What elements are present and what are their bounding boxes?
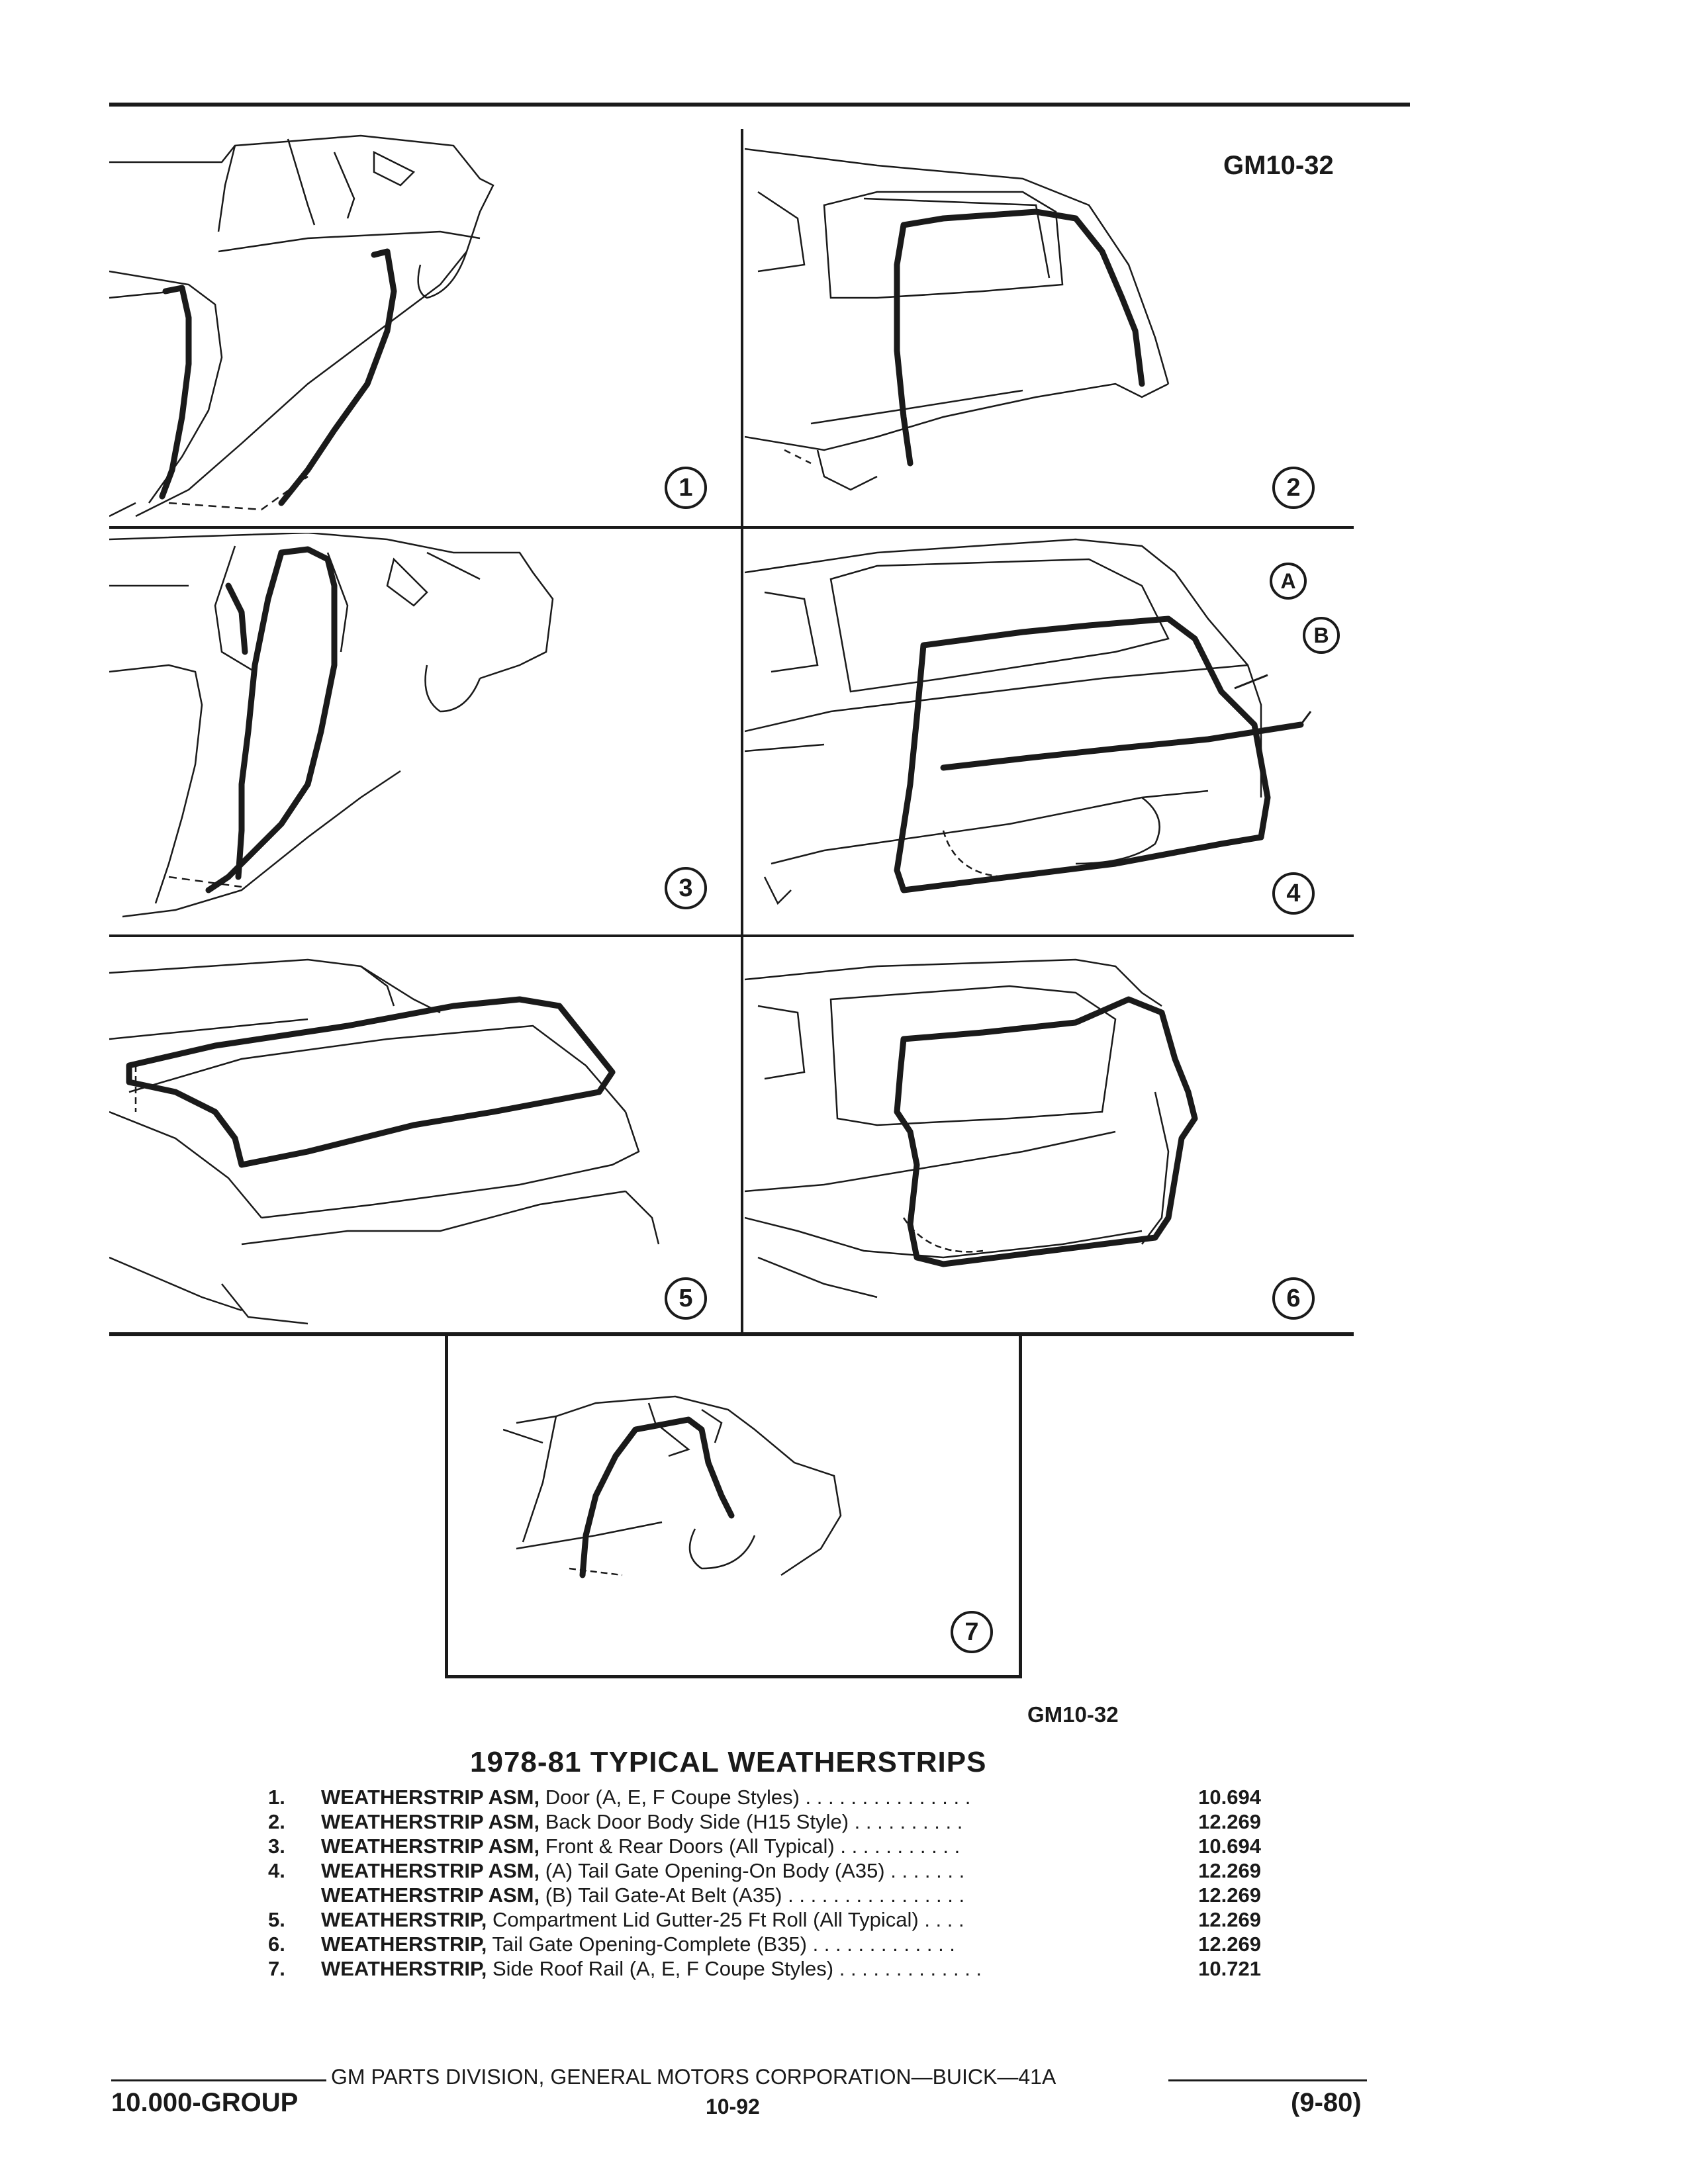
parts-list-item: 6. WEATHERSTRIP, Tail Gate Opening-Compl… [268, 1933, 1274, 1957]
footer-group: 10.000-GROUP [111, 2088, 299, 2117]
part-reference: 10.694 [1198, 1786, 1261, 1809]
parts-list-item: WEATHERSTRIP ASM, (B) Tail Gate-At Belt … [268, 1884, 1274, 1908]
callout-a: A [1270, 563, 1307, 600]
footer-page-number: 10-92 [706, 2095, 760, 2118]
grid-rule-row3 [109, 1332, 1354, 1336]
leader-dots: . . . . . . . . . . . [834, 1835, 961, 1858]
part-name: WEATHERSTRIP ASM, [321, 1810, 540, 1833]
leader-dots: . . . . . . . . . . [849, 1810, 963, 1833]
part-number: 7. [268, 1957, 285, 1980]
part-description: WEATHERSTRIP ASM, Front & Rear Doors (Al… [321, 1835, 1168, 1858]
figure-5-illustration [109, 958, 660, 1325]
figure-4-illustration [745, 538, 1312, 905]
callout-b: B [1303, 617, 1340, 654]
figure-2-illustration [745, 148, 1170, 491]
leader-dots: . . . . . . . . . . . . . [833, 1957, 982, 1980]
figure-code-top: GM10-32 [1223, 151, 1334, 180]
page-title: 1978-81 TYPICAL WEATHERSTRIPS [470, 1746, 987, 1778]
parts-list-item: 4. WEATHERSTRIP ASM, (A) Tail Gate Openi… [268, 1859, 1274, 1884]
part-name: WEATHERSTRIP ASM, [321, 1884, 540, 1907]
part-description: WEATHERSTRIP, Side Roof Rail (A, E, F Co… [321, 1957, 1168, 1981]
footer-rule-right [1168, 2079, 1367, 2081]
leader-dots: . . . . . . . . . . . . . . . [799, 1786, 971, 1809]
figure-label-7: 7 [951, 1611, 993, 1653]
part-detail: Tail Gate Opening-Complete (B35) [492, 1933, 807, 1956]
part-name: WEATHERSTRIP, [321, 1957, 487, 1980]
part-name: WEATHERSTRIP, [321, 1908, 487, 1931]
grid-rule-vertical [741, 129, 743, 1335]
part-number: 4. [268, 1859, 285, 1882]
part-description: WEATHERSTRIP ASM, Door (A, E, F Coupe St… [321, 1786, 1168, 1809]
footer-date: (9-80) [1291, 2088, 1362, 2117]
footer-division: GM PARTS DIVISION, GENERAL MOTORS CORPOR… [331, 2065, 1056, 2089]
part-name: WEATHERSTRIP ASM, [321, 1859, 540, 1882]
part-reference: 12.269 [1198, 1810, 1261, 1833]
footer-rule-left [111, 2079, 326, 2081]
part-number: 6. [268, 1933, 285, 1956]
leader-dots: . . . . . . . . . . . . . [806, 1933, 955, 1956]
part-reference: 12.269 [1198, 1908, 1261, 1931]
figure-code-bottom: GM10-32 [1027, 1702, 1119, 1727]
part-reference: 12.269 [1198, 1884, 1261, 1907]
part-description: WEATHERSTRIP, Tail Gate Opening-Complete… [321, 1933, 1168, 1956]
part-name: WEATHERSTRIP ASM, [321, 1835, 540, 1858]
part-number: 2. [268, 1810, 285, 1833]
figure-1-illustration [109, 134, 494, 518]
part-description: WEATHERSTRIP ASM, Back Door Body Side (H… [321, 1810, 1168, 1834]
part-detail: Compartment Lid Gutter-25 Ft Roll (All T… [492, 1908, 919, 1931]
grid-rule-row1 [109, 526, 1354, 529]
part-detail: (B) Tail Gate-At Belt (A35) [545, 1884, 782, 1907]
part-number: 5. [268, 1908, 285, 1931]
figure-label-5: 5 [665, 1277, 707, 1320]
leader-dots: . . . . . . . [884, 1859, 965, 1882]
parts-list: 1. WEATHERSTRIP ASM, Door (A, E, F Coupe… [268, 1786, 1274, 1981]
parts-list-item: 3. WEATHERSTRIP ASM, Front & Rear Doors … [268, 1835, 1274, 1859]
part-description: WEATHERSTRIP ASM, (B) Tail Gate-At Belt … [321, 1884, 1168, 1907]
part-detail: Back Door Body Side (H15 Style) [545, 1810, 849, 1833]
part-reference: 10.694 [1198, 1835, 1261, 1858]
part-description: WEATHERSTRIP, Compartment Lid Gutter-25 … [321, 1908, 1168, 1932]
figure-label-4: 4 [1272, 872, 1315, 915]
part-detail: (A) Tail Gate Opening-On Body (A35) [545, 1859, 885, 1882]
part-number: 3. [268, 1835, 285, 1858]
part-name: WEATHERSTRIP, [321, 1933, 487, 1956]
part-reference: 12.269 [1198, 1859, 1261, 1882]
figure-label-2: 2 [1272, 467, 1315, 509]
parts-list-item: 2. WEATHERSTRIP ASM, Back Door Body Side… [268, 1810, 1274, 1835]
figure-6-illustration [745, 958, 1198, 1298]
figure-label-6: 6 [1272, 1277, 1315, 1320]
figure-label-1: 1 [665, 467, 707, 509]
part-name: WEATHERSTRIP ASM, [321, 1786, 540, 1809]
part-reference: 12.269 [1198, 1933, 1261, 1956]
part-detail: Door (A, E, F Coupe Styles) [545, 1786, 800, 1809]
parts-list-item: 7. WEATHERSTRIP, Side Roof Rail (A, E, F… [268, 1957, 1274, 1981]
grid-rule-row2 [109, 934, 1354, 937]
figure-7-frame [445, 1335, 1022, 1678]
figure-3-illustration [109, 533, 554, 918]
part-reference: 10.721 [1198, 1957, 1261, 1980]
parts-list-item: 1. WEATHERSTRIP ASM, Door (A, E, F Coupe… [268, 1786, 1274, 1810]
leader-dots: . . . . . . . . . . . . . . . . [782, 1884, 965, 1907]
part-detail: Front & Rear Doors (All Typical) [545, 1835, 835, 1858]
part-description: WEATHERSTRIP ASM, (A) Tail Gate Opening-… [321, 1859, 1168, 1883]
figure-label-3: 3 [665, 867, 707, 909]
leader-dots: . . . . [918, 1908, 964, 1931]
top-rule [109, 103, 1410, 107]
figure-7-illustration [503, 1395, 842, 1578]
part-detail: Side Roof Rail (A, E, F Coupe Styles) [492, 1957, 834, 1980]
parts-list-item: 5. WEATHERSTRIP, Compartment Lid Gutter-… [268, 1908, 1274, 1933]
part-number: 1. [268, 1786, 285, 1809]
